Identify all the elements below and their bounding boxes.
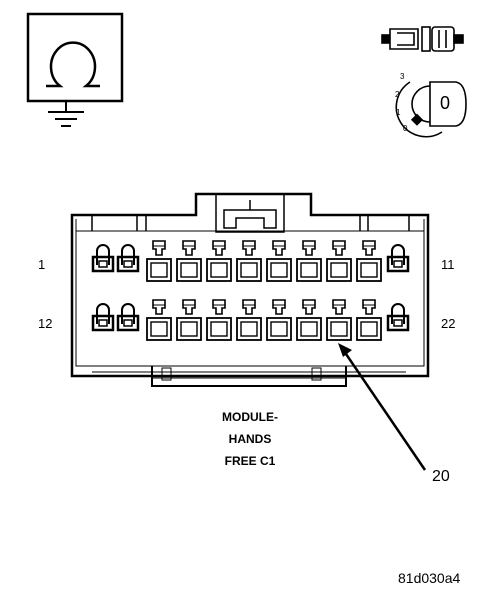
ohmmeter-ground-icon (26, 12, 124, 127)
pin-cavity (236, 240, 262, 282)
pin-cavity (356, 240, 382, 282)
pin-cavity-small (386, 303, 410, 332)
pin-cavity (206, 299, 232, 341)
pin-label-11: 11 (441, 257, 455, 272)
pin-cavity-small (116, 303, 140, 332)
pin-cavity (266, 240, 292, 282)
connector-housing (70, 192, 430, 387)
pin-cavity-small (91, 303, 115, 332)
caption-line-1: MODULE- (222, 410, 278, 424)
pin-label-22: 22 (441, 316, 456, 331)
pin-cavity-small (116, 244, 140, 273)
connector-caption: MODULE- HANDS FREE C1 (180, 406, 320, 472)
callout-leader (338, 343, 427, 471)
pin-cavities (91, 240, 410, 341)
callout-label: 20 (432, 468, 450, 485)
pin-cavity (326, 240, 352, 282)
key-position-3: 3 (400, 72, 405, 81)
connector-plug-icon (381, 26, 464, 52)
pin-cavity (356, 299, 382, 341)
pin-label-12: 12 (38, 316, 53, 331)
ignition-key-icon (395, 81, 467, 138)
pin-cavity-small (386, 244, 410, 273)
pin-cavity (206, 240, 232, 282)
pin-cavity (296, 299, 322, 341)
key-position-2: 2 (395, 90, 400, 99)
pin-cavity (176, 240, 202, 282)
key-position-0: 0 (403, 124, 408, 133)
caption-line-3: FREE C1 (224, 454, 276, 468)
pin-cavity-small (91, 244, 115, 273)
pin-cavity (296, 240, 322, 282)
key-position-1: 1 (396, 108, 401, 117)
pin-label-1: 1 (38, 257, 46, 272)
caption-line-2: HANDS (228, 432, 272, 446)
pin-cavity (176, 299, 202, 341)
pin-cavity (146, 299, 172, 341)
pin-cavity (146, 240, 172, 282)
pin-cavity (236, 299, 262, 341)
key-face-label: 0 (440, 93, 451, 113)
pin-cavity (326, 299, 352, 341)
pin-cavity (266, 299, 292, 341)
figure-id: 81d030a4 (398, 570, 461, 586)
